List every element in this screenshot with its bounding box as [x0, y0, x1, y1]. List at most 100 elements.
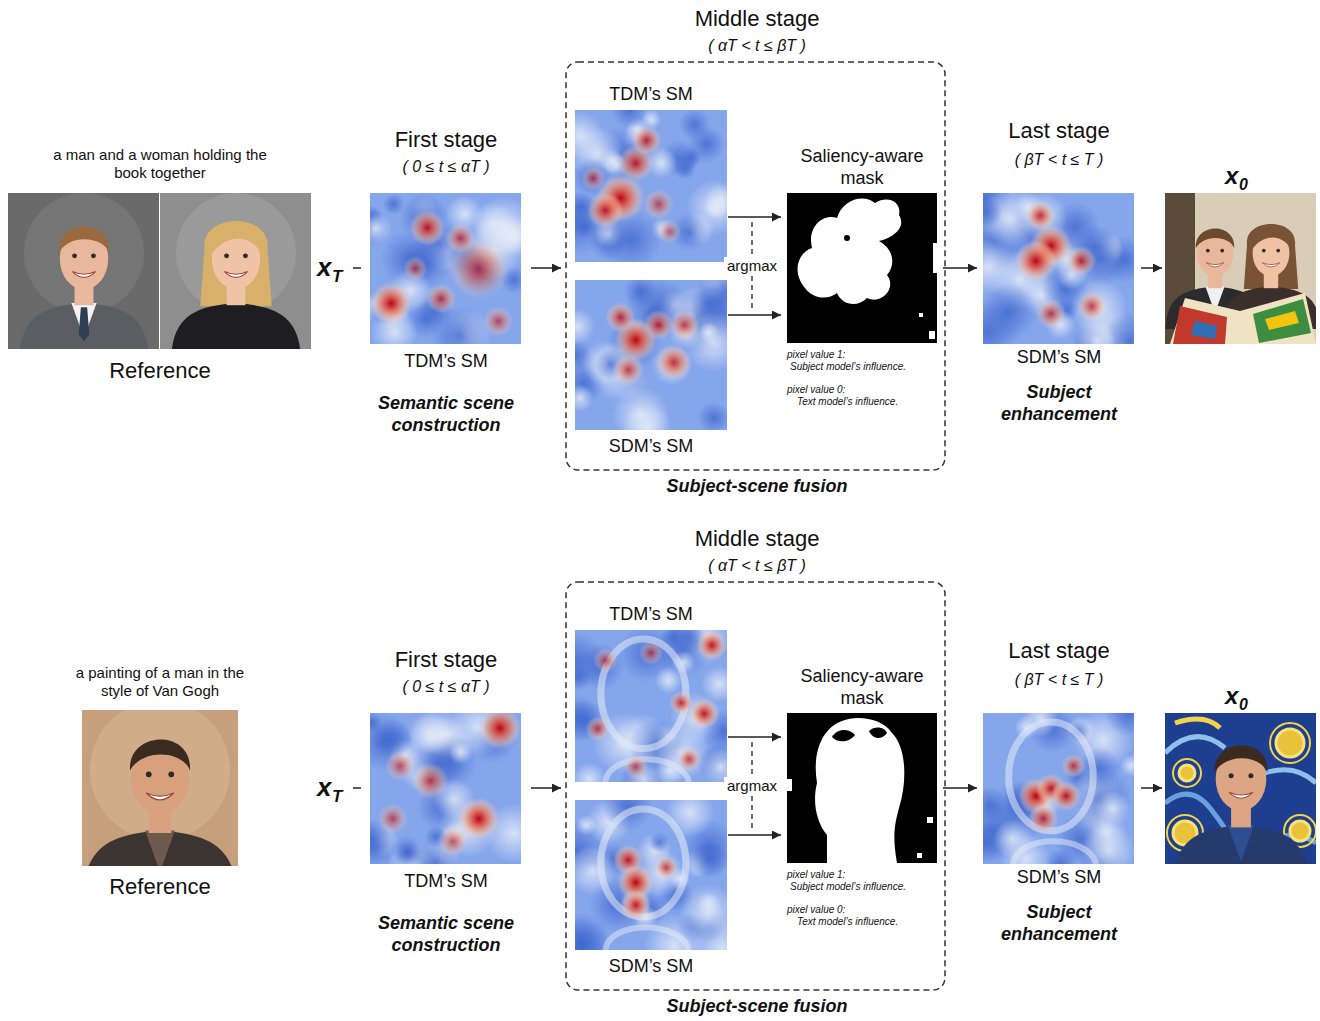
stage-description: Semantic scene construction	[362, 913, 530, 956]
art-part	[643, 189, 673, 219]
art-part	[917, 853, 922, 858]
art-part	[1170, 293, 1316, 344]
art-part	[176, 193, 296, 313]
output-subscript: 0	[1239, 175, 1248, 194]
art-part	[1265, 311, 1299, 330]
art-part	[446, 223, 476, 253]
mask-note: Subject model’s influence.	[790, 881, 940, 893]
stage-description: Subject-scene fusion	[562, 476, 952, 498]
art-part	[1262, 249, 1266, 253]
art-part	[593, 648, 617, 672]
time-range: ( βT < t ≤ T )	[978, 150, 1140, 169]
art-part	[575, 846, 616, 895]
art-part	[1173, 825, 1309, 864]
art-part	[1248, 773, 1253, 778]
output-symbol: x	[1225, 682, 1238, 711]
stage-panel: First stage( 0 ≤ t ≤ αT )TDM’s SMSemanti…	[362, 125, 530, 436]
art-part	[1276, 249, 1280, 253]
art-part	[649, 832, 670, 853]
art-part	[83, 740, 238, 866]
art-part	[479, 713, 521, 749]
art-part	[587, 192, 623, 228]
art-part	[787, 193, 937, 343]
reference-photo	[8, 193, 311, 349]
art-part	[1062, 754, 1086, 778]
prompt-text: a man and a woman holding the book toget…	[40, 146, 280, 182]
art-part	[145, 831, 175, 867]
stage-title: Middle stage	[562, 6, 952, 32]
art-part	[1196, 228, 1234, 248]
art-part	[426, 284, 456, 314]
art-part	[370, 213, 392, 244]
art-part	[983, 239, 1016, 295]
art-part	[1094, 790, 1131, 827]
flow-arrow	[531, 787, 561, 789]
art-part	[639, 641, 663, 665]
latent-subscript: T	[332, 787, 342, 807]
mask-title: Saliency-aware mask	[782, 146, 942, 189]
art-part	[1051, 781, 1081, 811]
art-part	[815, 718, 904, 863]
saliency-map: TDM’s SM	[575, 604, 727, 784]
operation-label: argmax	[724, 777, 780, 795]
noise-latent: xT	[314, 772, 352, 810]
art-part	[1253, 299, 1311, 343]
heatmap-image	[370, 193, 521, 344]
art-part	[1215, 745, 1268, 772]
map-caption: SDM’s SM	[978, 347, 1140, 369]
art-part	[605, 302, 635, 332]
art-part	[669, 691, 693, 715]
art-part	[624, 755, 648, 779]
heatmap-image	[575, 280, 727, 430]
mask-note: pixel value 0:	[787, 904, 937, 916]
map-caption: TDM’s SM	[575, 604, 727, 626]
art-part	[1078, 322, 1116, 344]
art-part	[79, 307, 90, 341]
art-part	[168, 771, 174, 777]
art-part	[1251, 229, 1291, 252]
saliency-map: SDM’s SM	[575, 280, 727, 460]
art-part	[611, 110, 647, 128]
art-part	[19, 303, 149, 349]
art-part	[224, 253, 229, 258]
art-part	[1206, 249, 1210, 253]
flow-arrow	[943, 787, 977, 789]
art-part	[697, 630, 727, 660]
flow-arrow	[531, 267, 561, 269]
reference-panel: a painting of a man in the style of Van …	[6, 662, 314, 907]
art-part	[72, 272, 95, 278]
art-part	[869, 727, 887, 738]
art-part	[576, 815, 596, 835]
art-part	[705, 196, 727, 220]
flow-arrow	[943, 267, 977, 269]
art-part	[1028, 804, 1058, 834]
art-part	[691, 841, 727, 878]
art-part	[621, 890, 651, 920]
art-part	[919, 313, 923, 317]
art-part	[679, 110, 710, 140]
saliency-mask: Saliency-aware maskpixel value 1:Subject…	[782, 666, 942, 941]
art-part	[631, 125, 661, 155]
prompt-text: a painting of a man in the style of Van …	[70, 664, 250, 700]
art-part	[605, 928, 689, 951]
art-part	[1179, 765, 1195, 781]
art-part	[1206, 263, 1224, 267]
art-part	[652, 345, 692, 385]
map-caption: TDM’s SM	[575, 84, 727, 106]
art-part	[657, 219, 681, 243]
art-part	[146, 793, 174, 800]
art-part	[677, 747, 701, 771]
art-part	[1220, 249, 1224, 253]
stage-description: Semantic scene construction	[362, 393, 530, 436]
art-part	[1173, 306, 1227, 344]
art-part	[449, 740, 473, 764]
art-part	[1077, 291, 1107, 321]
map-caption: SDM’s SM	[978, 867, 1140, 889]
art-part	[83, 831, 238, 867]
art-part	[409, 210, 445, 246]
art-part	[787, 779, 792, 791]
art-part	[24, 193, 144, 313]
art-part	[19, 227, 149, 349]
flow-arrow	[728, 736, 781, 738]
